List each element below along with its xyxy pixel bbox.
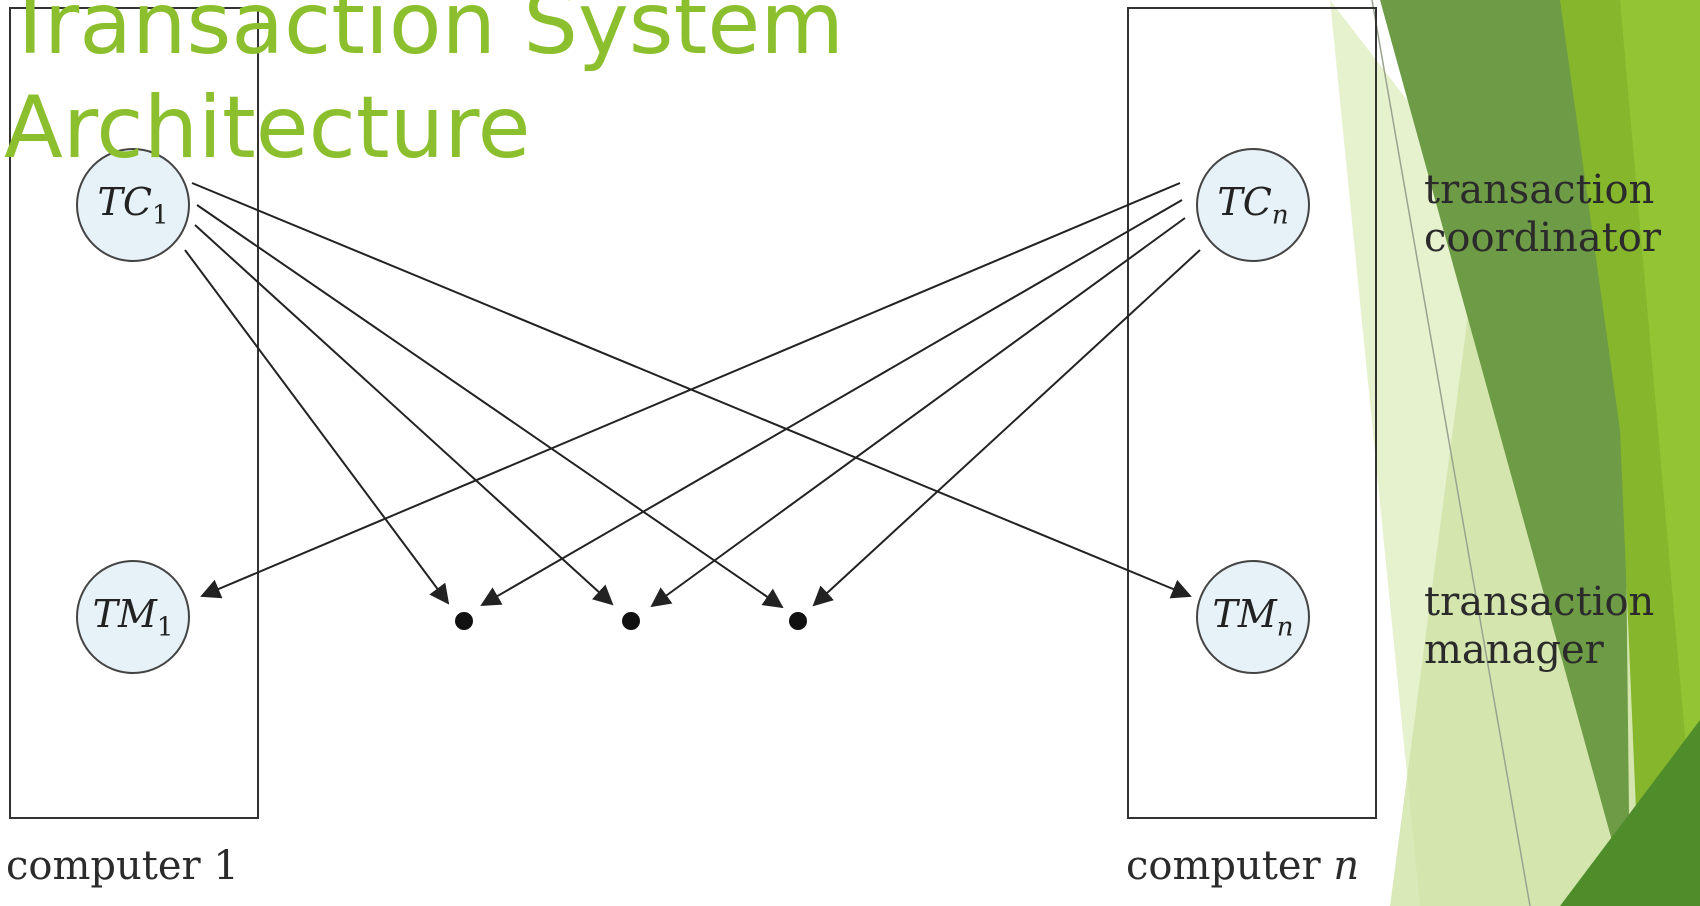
triangle-bottom — [1560, 720, 1700, 906]
node-tm1-main: TM — [92, 592, 157, 636]
endpoint-dot-3 — [789, 612, 807, 630]
endpoint-dot-2 — [622, 612, 640, 630]
computer-1-box — [9, 7, 259, 819]
node-tcn-circle — [1196, 148, 1310, 262]
endpoint-dot-1 — [455, 612, 473, 630]
node-tm1-circle — [76, 560, 190, 674]
label-transaction-coordinator: transaction coordinator — [1424, 166, 1661, 262]
label-transaction-manager-line2: manager — [1424, 627, 1604, 673]
divider-line — [1371, 0, 1531, 906]
edge-tcn-dot1 — [480, 199, 1183, 607]
triangle-bright — [1620, 0, 1700, 906]
label-transaction-manager: transaction manager — [1424, 578, 1654, 674]
node-tm1-sub: 1 — [156, 612, 174, 643]
node-tcn-main: TC — [1217, 180, 1272, 224]
node-tc1-main: TC — [97, 180, 152, 224]
node-tc1-sub: 1 — [151, 200, 169, 231]
label-transaction-manager-line1: transaction — [1424, 579, 1655, 625]
label-computer-n-word: computer — [1126, 843, 1321, 889]
node-tmn-sub: n — [1276, 612, 1294, 643]
edge-tc1-dot3 — [196, 204, 784, 609]
label-computer-n: computer n — [1126, 842, 1359, 890]
label-transaction-coordinator-line1: transaction — [1424, 167, 1655, 213]
edge-tc1-dot2 — [194, 224, 614, 606]
label-computer-n-var: n — [1333, 843, 1360, 889]
node-tc1-circle — [76, 148, 190, 262]
edge-tc1-dot1 — [184, 249, 450, 605]
node-tmn-circle — [1196, 560, 1310, 674]
edge-tcn-dot2 — [650, 217, 1186, 608]
node-tcn-sub: n — [1271, 200, 1289, 231]
slide-title: Transaction System Architecture — [4, 0, 845, 178]
node-tm1-label: TM1 — [78, 592, 188, 643]
node-tmn-main: TM — [1212, 592, 1277, 636]
node-tc1-label: TC1 — [78, 180, 188, 231]
label-computer-1: computer 1 — [6, 843, 239, 889]
edge-tcn-tm1 — [200, 182, 1181, 599]
node-tmn-label: TMn — [1198, 592, 1308, 643]
edge-tcn-dot3 — [812, 249, 1201, 607]
node-tcn-label: TCn — [1198, 180, 1308, 231]
triangle-dark — [1380, 0, 1630, 906]
label-transaction-coordinator-line2: coordinator — [1424, 215, 1661, 261]
computer-n-box — [1127, 7, 1377, 819]
